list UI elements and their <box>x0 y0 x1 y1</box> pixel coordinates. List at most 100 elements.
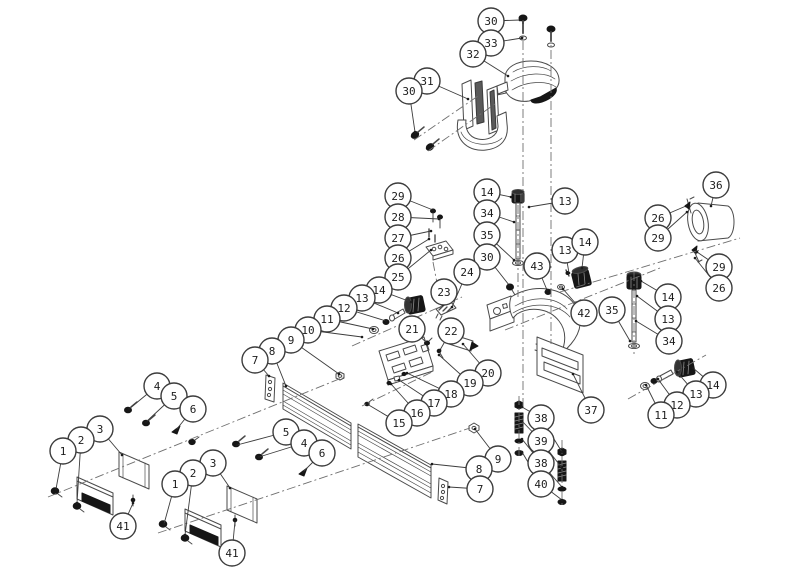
leader-endpoint <box>365 402 369 406</box>
centerline <box>47 376 345 498</box>
leader-endpoint <box>520 419 524 423</box>
balloon-number: 30 <box>480 251 493 264</box>
leader-endpoint <box>75 501 79 505</box>
callout-balloon-1: 1 <box>49 437 77 465</box>
balloon-circle <box>437 317 465 345</box>
balloon-number: 6 <box>190 403 197 416</box>
centerline <box>157 427 471 534</box>
leader-endpoint <box>639 279 643 283</box>
leader-endpoint <box>228 486 232 490</box>
balloon-number: 4 <box>301 437 308 450</box>
balloon-circle <box>647 401 675 429</box>
balloon-number: 42 <box>577 307 590 320</box>
centerline <box>627 354 707 400</box>
leader-endpoint <box>545 288 549 292</box>
balloon-number: 13 <box>689 388 702 401</box>
leader-endpoint <box>396 311 400 315</box>
callout-balloon-32: 32 <box>459 40 487 68</box>
balloon-number: 13 <box>558 244 571 257</box>
centerline <box>504 267 661 331</box>
balloon-number: 26 <box>391 252 404 265</box>
part-pivot-base <box>456 79 509 151</box>
callout-balloon-26: 26 <box>705 274 733 302</box>
centerline <box>427 103 496 152</box>
part-top-screws <box>518 14 556 48</box>
balloon-number: 14 <box>578 236 592 249</box>
balloon-number: 3 <box>210 457 217 470</box>
callout-balloon-11: 11 <box>647 401 675 429</box>
leader-endpoint <box>131 501 135 505</box>
balloon-number: 12 <box>670 399 683 412</box>
leader-endpoint <box>405 371 409 375</box>
callout-balloon-6: 6 <box>179 395 207 423</box>
leader-endpoint <box>527 205 531 209</box>
leader-endpoint <box>571 372 575 376</box>
callout-balloon-38: 38 <box>527 404 555 432</box>
balloon-circle <box>551 187 579 215</box>
balloon-number: 3 <box>97 423 104 436</box>
leader-endpoint <box>634 319 638 323</box>
leader-endpoint <box>461 342 465 346</box>
callout-balloon-5: 5 <box>160 382 188 410</box>
leader-endpoint <box>257 455 261 459</box>
balloon-number: 25 <box>391 271 404 284</box>
leader-endpoint <box>675 370 679 374</box>
balloon-number: 13 <box>558 195 571 208</box>
balloon-number: 2 <box>78 434 85 447</box>
balloon-number: 33 <box>484 37 497 50</box>
leader-endpoint <box>450 305 454 309</box>
callout-balloon-21: 21 <box>398 315 426 343</box>
balloon-circle <box>241 346 269 374</box>
leader-endpoint <box>162 522 166 526</box>
leader-endpoint <box>409 300 413 304</box>
leader-endpoint <box>695 250 699 254</box>
callout-balloon-26: 26 <box>644 204 672 232</box>
callout-balloon-30: 30 <box>473 243 501 271</box>
balloon-number: 28 <box>391 211 404 224</box>
balloon-number: 39 <box>534 435 547 448</box>
balloon-circle <box>109 512 137 540</box>
callout-balloon-15: 15 <box>385 409 413 437</box>
balloon-number: 14 <box>661 291 675 304</box>
part-fence-rail-left <box>282 382 352 450</box>
leader-endpoint <box>447 485 451 489</box>
leader-endpoint <box>567 271 571 275</box>
balloon-number: 21 <box>405 323 418 336</box>
balloon-number: 5 <box>283 426 290 439</box>
leader-endpoint <box>429 229 433 233</box>
leader-endpoint <box>360 335 364 339</box>
balloon-number: 5 <box>171 390 178 403</box>
leader-endpoint <box>520 437 524 441</box>
part-right-knob-bolt <box>640 358 696 390</box>
balloon-number: 2 <box>190 467 197 480</box>
leader-endpoint <box>144 420 148 424</box>
balloon-circle <box>308 439 336 467</box>
balloon-number: 1 <box>60 445 67 458</box>
balloon-circle <box>473 243 501 271</box>
callout-balloon-1: 1 <box>161 470 189 498</box>
callout-balloon-14: 14 <box>654 283 682 311</box>
balloon-number: 38 <box>534 412 547 425</box>
balloon-circle <box>161 470 189 498</box>
leader-endpoint <box>233 519 237 523</box>
leader-endpoint <box>512 220 516 224</box>
leader-endpoint <box>430 462 434 466</box>
leader-endpoint <box>371 327 375 331</box>
balloon-number: 41 <box>116 520 129 533</box>
leader-endpoint <box>120 453 124 457</box>
balloons-layer: 3033323130292827262514343530242313131443… <box>49 7 733 567</box>
balloon-number: 15 <box>392 417 405 430</box>
leader-endpoint <box>183 533 187 537</box>
leader-endpoint <box>656 377 660 381</box>
balloon-number: 29 <box>712 261 725 274</box>
balloon-circle <box>644 224 672 252</box>
balloon-number: 32 <box>466 48 479 61</box>
callout-balloon-34: 34 <box>655 327 683 355</box>
callout-balloon-40: 40 <box>527 470 555 498</box>
balloon-number: 40 <box>534 478 547 491</box>
leader-endpoint <box>425 341 429 345</box>
part-guard-cover <box>495 60 560 104</box>
balloon-number: 29 <box>651 232 664 245</box>
callout-balloon-24: 24 <box>453 258 481 286</box>
balloon-circle <box>655 327 683 355</box>
